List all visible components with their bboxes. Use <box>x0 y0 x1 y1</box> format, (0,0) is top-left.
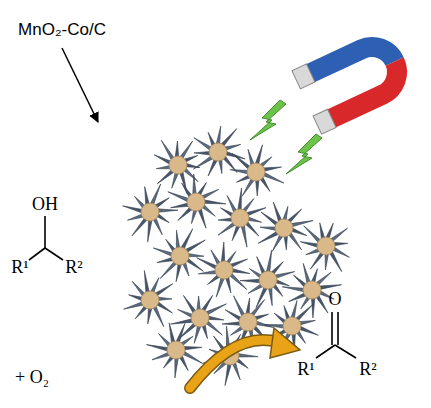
substituent-label: R² <box>359 360 376 380</box>
oxygen-reagent: + O₂ <box>15 368 49 388</box>
carbonyl-oxygen: O <box>329 290 342 310</box>
ketone-bonds <box>316 312 356 358</box>
substituent-label: R¹ <box>11 258 28 278</box>
catalyst-label: MnO₂-Co/C <box>18 21 106 40</box>
reaction-arrow <box>190 328 300 388</box>
magnet <box>292 30 409 134</box>
substituent-label: R¹ <box>297 360 314 380</box>
lightning-bolt <box>286 134 322 174</box>
leader-arrow <box>62 48 98 122</box>
alcohol-bonds <box>29 216 63 260</box>
hydroxyl-group: OH <box>32 195 58 215</box>
substituent-label: R² <box>65 258 82 278</box>
lightning-bolt <box>250 100 286 140</box>
